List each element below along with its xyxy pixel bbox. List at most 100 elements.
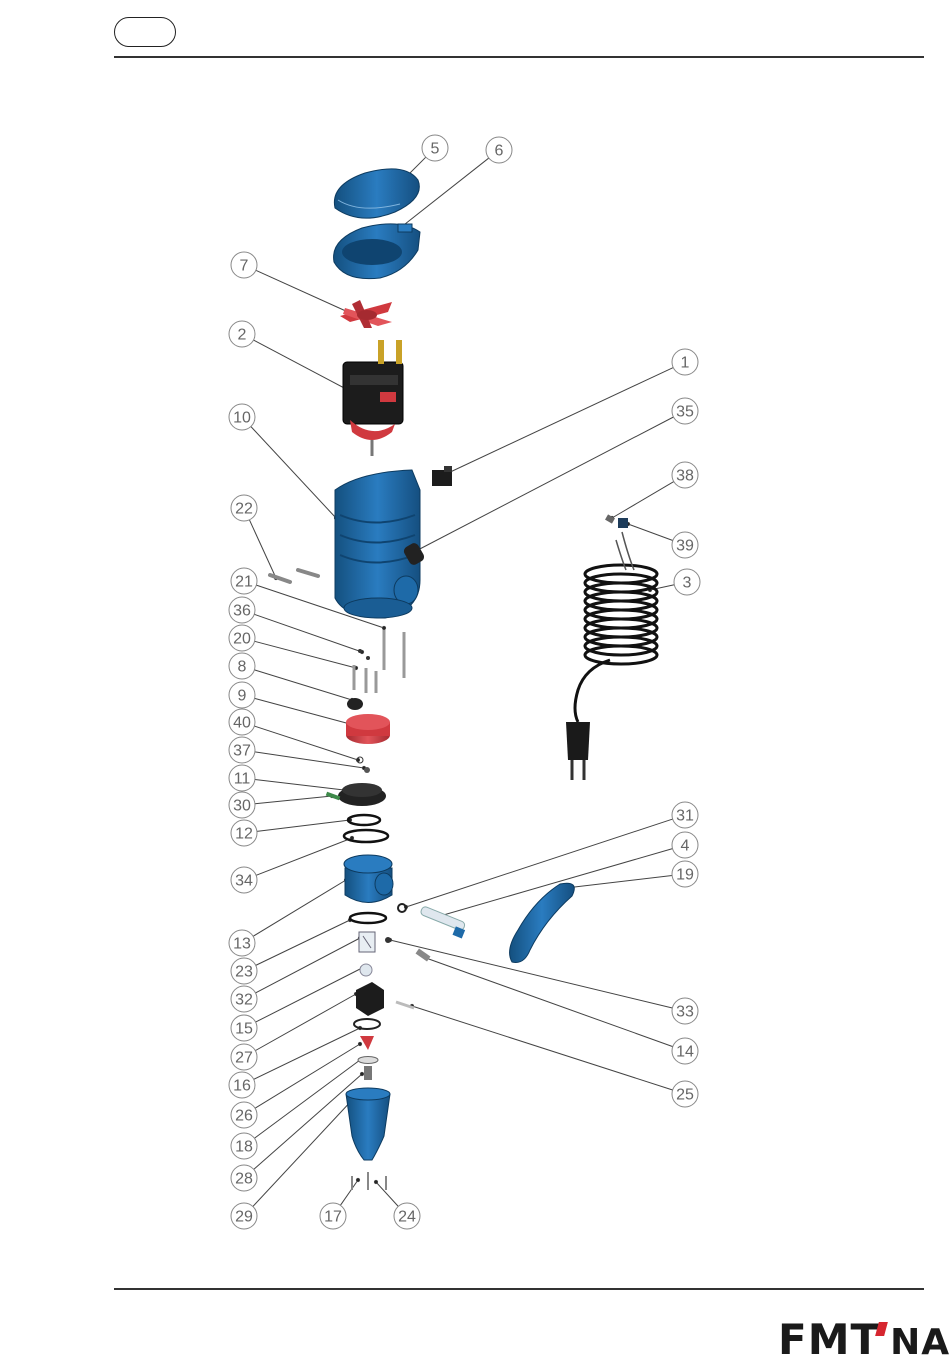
callout-number-15: 15 (235, 1021, 253, 1038)
callout-number-36: 36 (233, 603, 251, 620)
part-39-clamp (618, 518, 628, 528)
part-5-top-cover (334, 169, 419, 218)
part-29-suction-foot (346, 1088, 390, 1160)
callout-number-39: 39 (676, 538, 694, 555)
parts (270, 169, 657, 1190)
callout-number-30: 30 (233, 798, 251, 815)
brand-logo: FMT NA (778, 1312, 950, 1362)
callout-number-24: 24 (398, 1209, 416, 1226)
leader-line-19 (566, 876, 672, 888)
logo-accent-mark (875, 1322, 888, 1336)
callout-number-18: 18 (235, 1139, 253, 1156)
leader-line-34 (256, 838, 352, 875)
callout-number-7: 7 (240, 258, 249, 275)
logo-brand-text: FMT (778, 1318, 880, 1362)
part-37-nut (364, 767, 370, 773)
callout-number-37: 37 (233, 743, 251, 760)
leader-arrowhead-24 (374, 1180, 377, 1183)
callout-number-33: 33 (676, 1004, 694, 1021)
part-11-diffuser (338, 783, 386, 806)
callout-number-32: 32 (235, 992, 253, 1009)
part-16-oring (354, 1019, 380, 1029)
callout-number-11: 11 (234, 771, 251, 788)
callout-number-34: 34 (235, 873, 253, 890)
part-2-motor (343, 340, 403, 456)
leader-line-40 (254, 726, 358, 760)
leader-lines (249, 157, 674, 1206)
callout-number-8: 8 (238, 659, 247, 676)
callout-number-13: 13 (233, 936, 251, 953)
callout-number-12: 12 (235, 826, 253, 843)
leader-line-24 (376, 1182, 398, 1206)
callout-number-14: 14 (676, 1044, 694, 1061)
leader-arrowhead-28 (360, 1072, 363, 1075)
part-22-pins (270, 570, 318, 582)
logo-suffix-text: NA (890, 1324, 950, 1362)
leader-line-8 (254, 670, 352, 700)
part-9-impeller (346, 714, 390, 744)
part-18-washer (358, 1057, 378, 1064)
part-26-valve-seat (360, 1036, 374, 1050)
part-32-valve (359, 932, 375, 952)
leader-line-2 (253, 340, 348, 390)
callout-number-28: 28 (235, 1171, 253, 1188)
part-28-spring (364, 1066, 372, 1080)
leader-line-11 (255, 780, 344, 790)
callout-number-19: 19 (676, 867, 694, 884)
leader-line-37 (255, 752, 364, 768)
leader-line-12 (257, 820, 350, 831)
part-1-switch (432, 466, 452, 486)
leader-line-31 (406, 819, 673, 907)
leader-line-14 (426, 958, 673, 1047)
leader-line-9 (255, 698, 350, 724)
part-33-plug (385, 937, 391, 943)
callout-number-3: 3 (683, 575, 692, 592)
callout-number-26: 26 (235, 1108, 253, 1125)
leader-line-32 (256, 938, 360, 993)
part-3-power-cable (566, 532, 657, 780)
leader-line-35 (414, 417, 673, 552)
leader-line-28 (254, 1074, 362, 1169)
callout-number-31: 31 (676, 808, 694, 825)
leader-line-25 (412, 1006, 673, 1090)
callout-number-40: 40 (233, 715, 251, 732)
part-13-pump-body (344, 855, 393, 903)
leader-line-17 (340, 1180, 358, 1205)
callout-number-9: 9 (238, 688, 247, 705)
leader-line-13 (253, 880, 346, 936)
part-14-spring (416, 949, 431, 962)
callout-number-4: 4 (681, 838, 690, 855)
callout-number-5: 5 (431, 141, 440, 158)
part-12-oring (348, 815, 380, 825)
callout-number-6: 6 (495, 143, 504, 160)
callout-number-25: 25 (676, 1087, 694, 1104)
part-19-handle (510, 883, 575, 962)
part-6-lid (334, 224, 420, 279)
part-36-20-screws (354, 649, 376, 693)
leader-line-39 (628, 524, 673, 541)
leader-line-10 (251, 427, 336, 518)
callout-number-10: 10 (233, 410, 251, 427)
leader-line-27 (255, 994, 356, 1051)
part-23-oring (350, 913, 386, 923)
callout-number-27: 27 (235, 1050, 253, 1067)
callout-number-29: 29 (235, 1209, 253, 1226)
part-30-key (326, 792, 341, 801)
part-7-fan (340, 300, 392, 328)
callout-number-23: 23 (235, 964, 253, 981)
callout-number-17: 17 (324, 1209, 342, 1226)
part-10-main-housing (335, 470, 420, 618)
leader-arrowhead-21 (382, 626, 385, 629)
part-8-seal (347, 698, 363, 710)
callout-number-16: 16 (233, 1078, 251, 1095)
leader-line-38 (612, 482, 674, 518)
part-27-block (356, 982, 384, 1016)
callout-number-1: 1 (681, 355, 690, 372)
leader-line-30 (255, 796, 332, 804)
callout-number-35: 35 (676, 404, 694, 421)
callout-number-38: 38 (676, 468, 694, 485)
leader-line-7 (256, 270, 348, 312)
callout-number-22: 22 (235, 501, 253, 518)
